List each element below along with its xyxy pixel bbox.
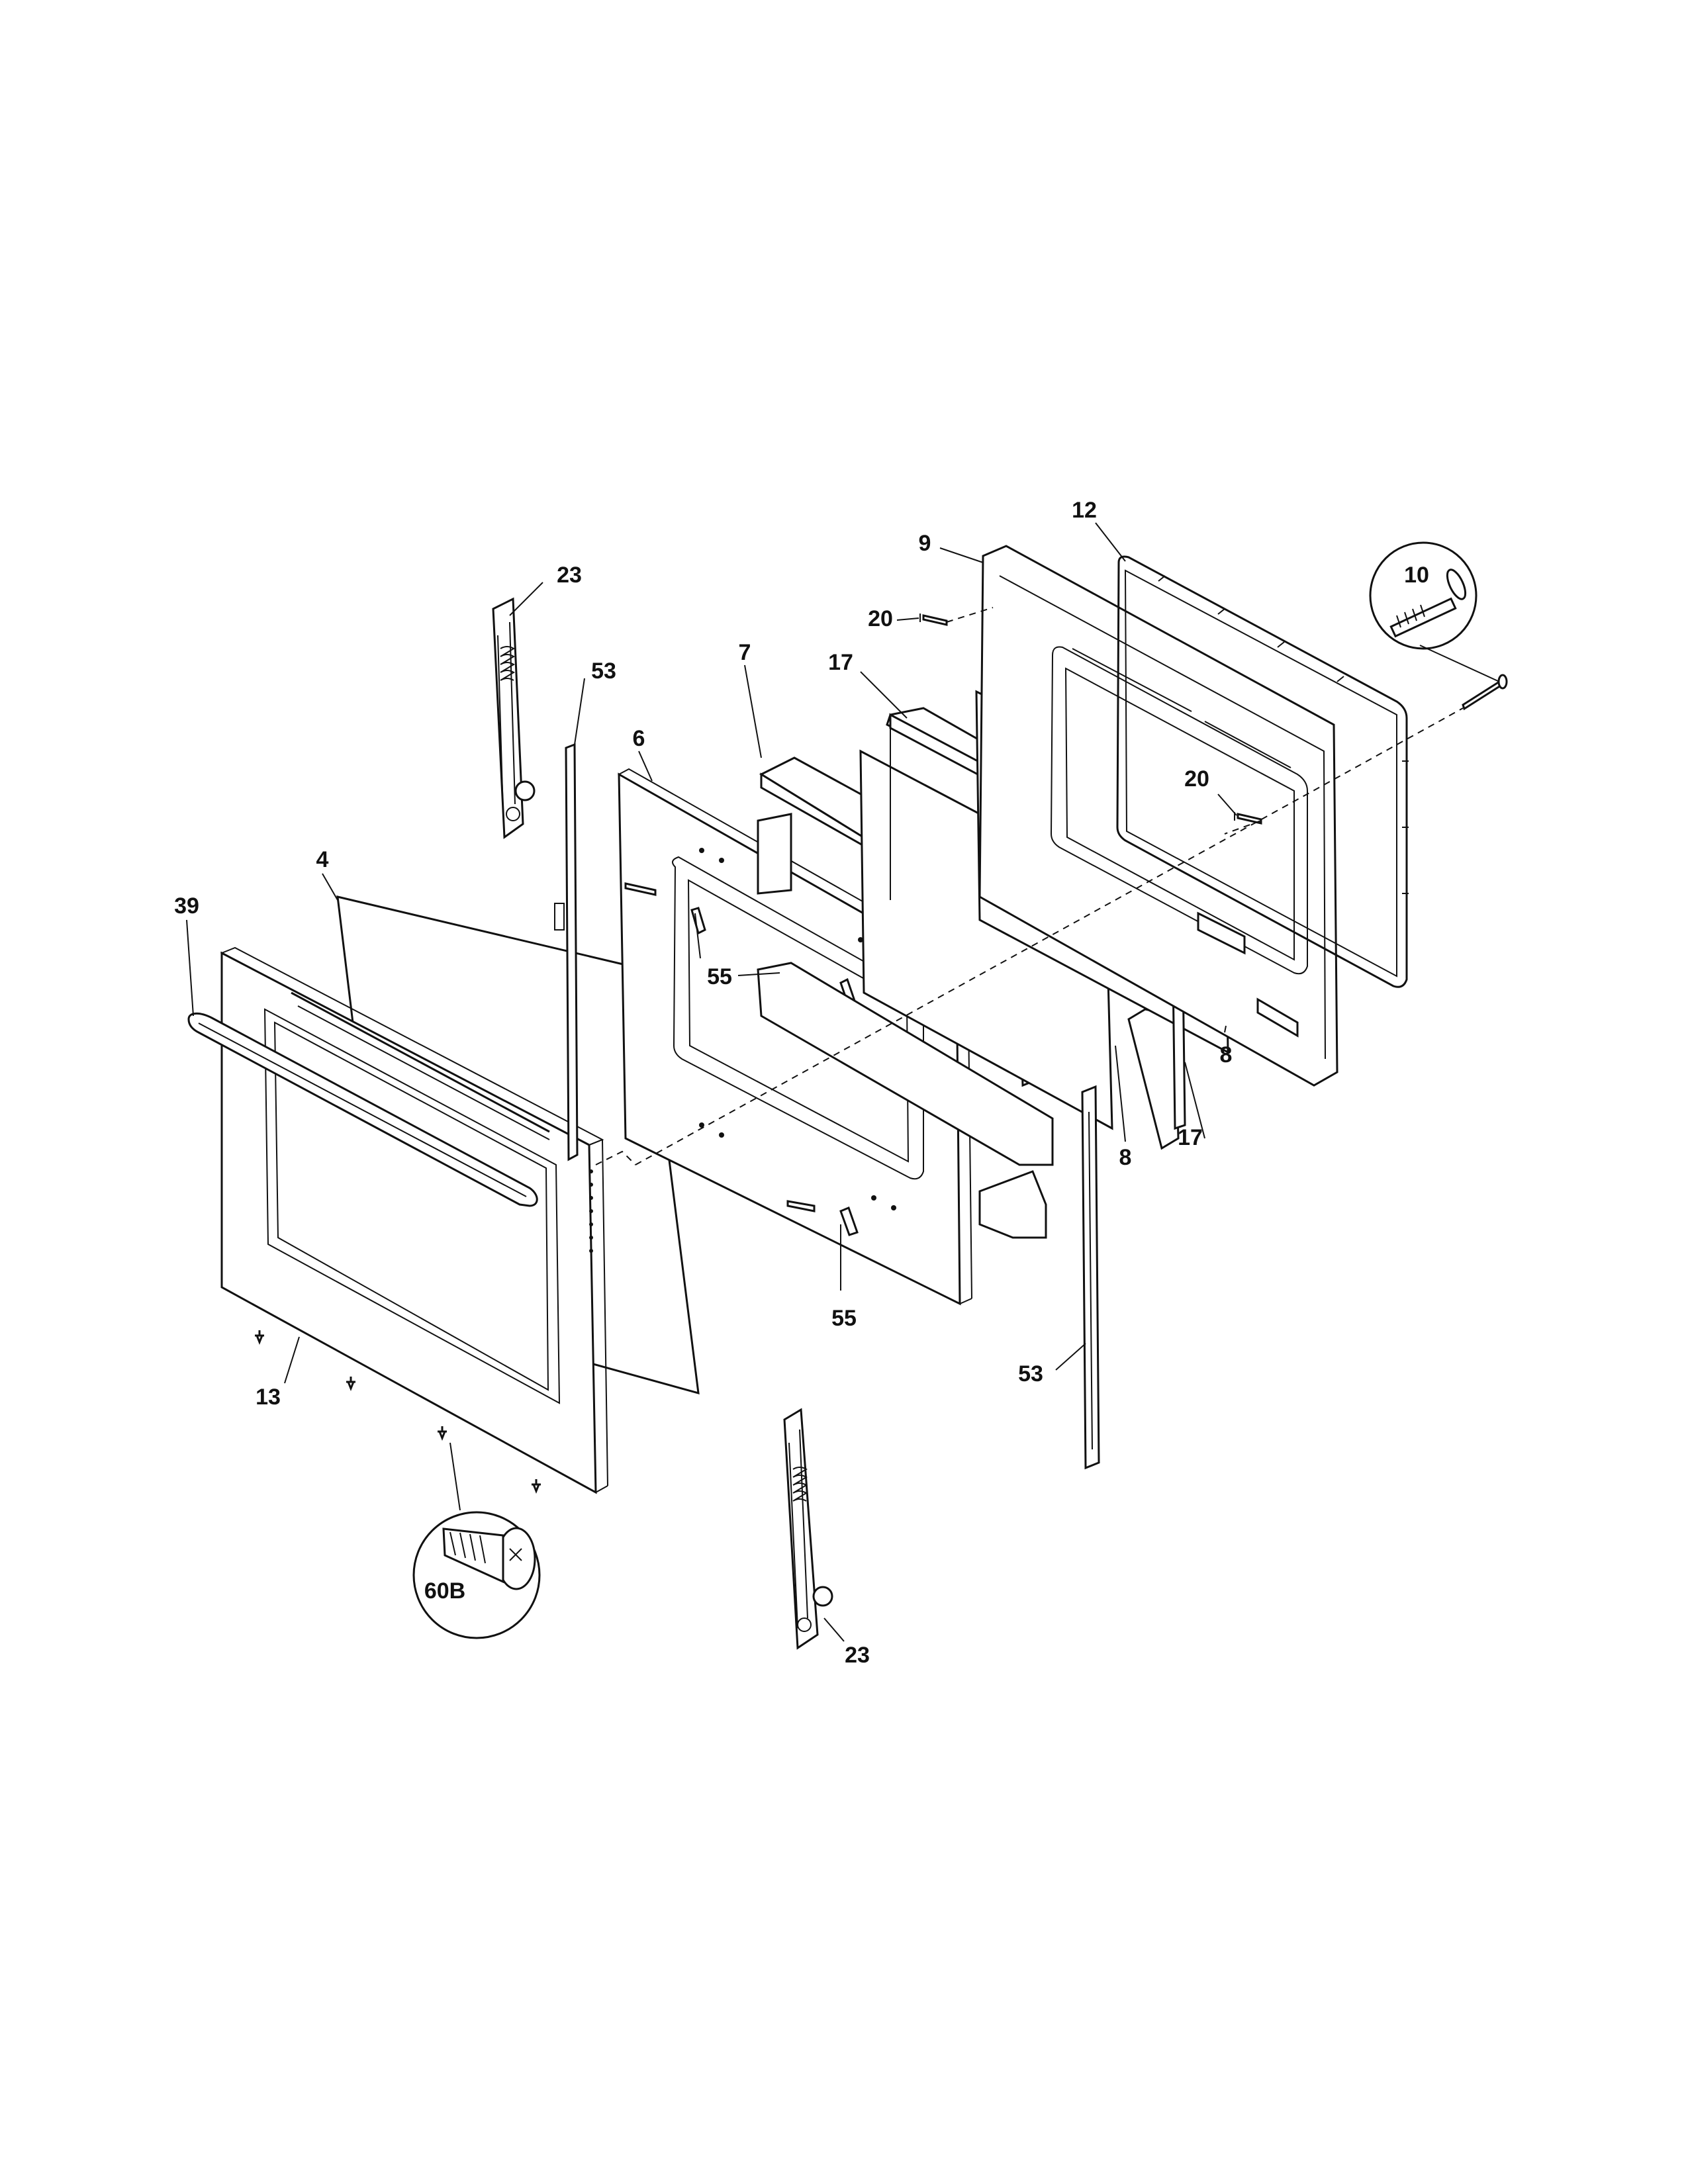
inset-bolt-10: [1369, 541, 1477, 650]
callout-labels: 23 53 4 39 6 7 17 9 12 20 10 20 55 8 17 …: [174, 498, 1429, 1668]
bolt-10: [1462, 674, 1508, 711]
callout-20-upper: 20: [868, 606, 893, 631]
callout-8-right: 8: [1220, 1042, 1233, 1068]
side-strip-53-right: [1081, 1085, 1100, 1470]
alignment-lines: [595, 607, 1464, 1165]
screw-20-upper: [919, 614, 948, 626]
callout-53-right: 53: [1018, 1361, 1043, 1387]
callout-4: 4: [316, 847, 329, 872]
side-strip-53-left: [554, 743, 579, 1161]
callout-8-left: 8: [1119, 1145, 1132, 1170]
hinge-23-top: [492, 597, 536, 839]
callout-13: 13: [256, 1385, 281, 1410]
callout-12: 12: [1072, 498, 1097, 523]
gasket-clips: [1158, 575, 1409, 894]
door-liner-9: [978, 545, 1338, 1087]
callout-17-top: 17: [828, 650, 853, 675]
clip-55-lower: [786, 1200, 859, 1236]
callout-60B: 60B: [424, 1578, 465, 1604]
callout-20-lower: 20: [1184, 766, 1209, 792]
callout-6: 6: [633, 726, 645, 751]
callout-55-lower: 55: [831, 1306, 857, 1331]
vent-dots: [589, 1169, 593, 1253]
door-handle-39: [187, 1013, 538, 1207]
callout-53-left: 53: [591, 659, 616, 684]
frame-holes: [699, 848, 896, 1210]
leader-lines: [186, 522, 1500, 1642]
callout-23-top: 23: [557, 563, 582, 588]
callout-7: 7: [739, 640, 751, 665]
door-screws: [255, 1330, 541, 1494]
callout-55-middle: 55: [707, 964, 732, 989]
hinge-23-bottom: [783, 1408, 833, 1650]
inset-screw-60B: [412, 1511, 541, 1639]
callout-39: 39: [174, 893, 199, 919]
callout-9: 9: [919, 531, 931, 556]
door-gasket-12: [1116, 555, 1409, 988]
callout-17-bottom: 17: [1178, 1125, 1203, 1150]
callout-10: 10: [1404, 563, 1429, 588]
callout-23-bottom: 23: [845, 1643, 870, 1668]
